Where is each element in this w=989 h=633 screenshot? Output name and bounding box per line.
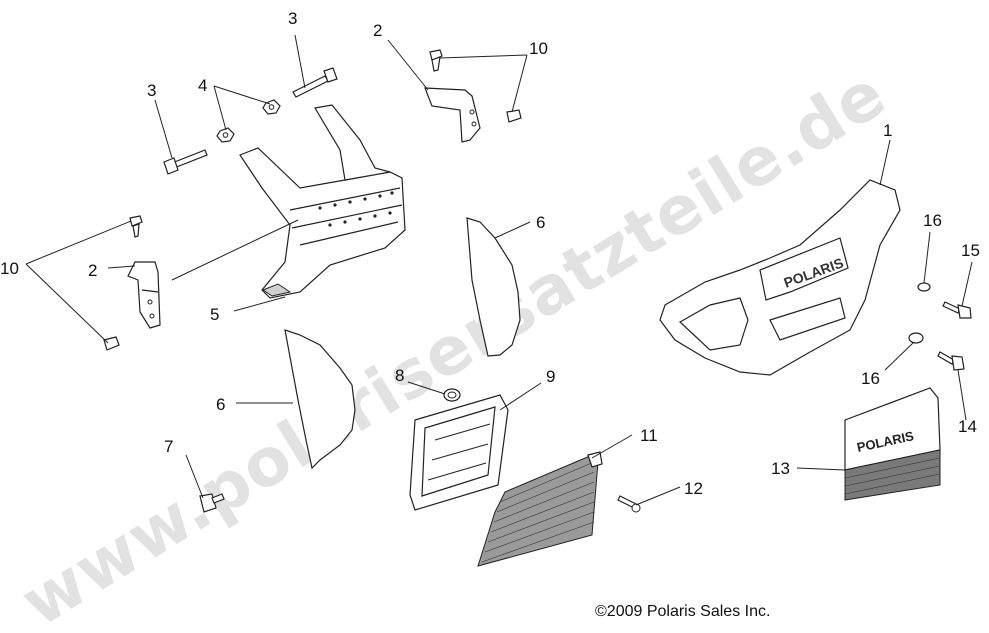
bracket-2-left [127, 261, 161, 329]
callout-2-top: 2 [373, 21, 382, 40]
bolt-15 [942, 301, 972, 319]
callout-4: 4 [198, 76, 207, 95]
callout-10-top: 10 [529, 39, 548, 58]
callout-9: 9 [546, 367, 555, 386]
bracket-2-top [424, 87, 481, 143]
rivet-10-b [506, 109, 522, 123]
nut-4-lower [216, 127, 235, 143]
rivet-10-c [129, 215, 143, 238]
leader-lines [25, 34, 973, 506]
screw-12 [617, 495, 641, 513]
panel-6-left [284, 329, 356, 470]
mesh-screen-11 [477, 451, 603, 567]
rivet-10-d [103, 336, 120, 351]
grommet-8 [443, 388, 461, 402]
callout-15: 15 [961, 241, 980, 260]
callout-6-right: 6 [536, 213, 545, 232]
bolt-7 [199, 493, 225, 513]
callout-2-left: 2 [88, 261, 97, 280]
callout-11: 11 [640, 426, 658, 445]
part-bumper-frame [239, 104, 406, 299]
callout-5: 5 [210, 305, 219, 324]
callout-7: 7 [164, 437, 173, 456]
bolt-3-top [292, 67, 338, 98]
part-front-bumper: POLARIS [659, 179, 901, 376]
callout-8: 8 [395, 366, 404, 385]
callout-1: 1 [883, 121, 892, 140]
callout-3-left: 3 [147, 81, 156, 100]
callout-16-lower: 16 [861, 369, 880, 388]
washer-16-lower [908, 332, 924, 344]
callout-6-left: 6 [216, 395, 225, 414]
grille-frame-9 [409, 394, 509, 511]
callout-12: 12 [684, 479, 703, 498]
washer-16-upper [917, 282, 931, 292]
bolt-14 [937, 351, 965, 371]
rivet-10-a [429, 49, 443, 72]
nameplate-13: POLARIS [844, 387, 941, 501]
panel-6-right [466, 217, 521, 357]
callout-3-top: 3 [288, 9, 297, 28]
callout-16-upper: 16 [923, 211, 942, 230]
bolt-3-left [163, 149, 208, 175]
callout-14: 14 [958, 417, 977, 436]
callout-labels: 1 2 2 3 3 4 5 6 6 7 8 9 10 10 11 12 13 1… [0, 9, 980, 498]
callout-13: 13 [771, 459, 790, 478]
callout-10-left: 10 [0, 259, 19, 278]
copyright-notice: ©2009 Polaris Sales Inc. [595, 603, 771, 620]
